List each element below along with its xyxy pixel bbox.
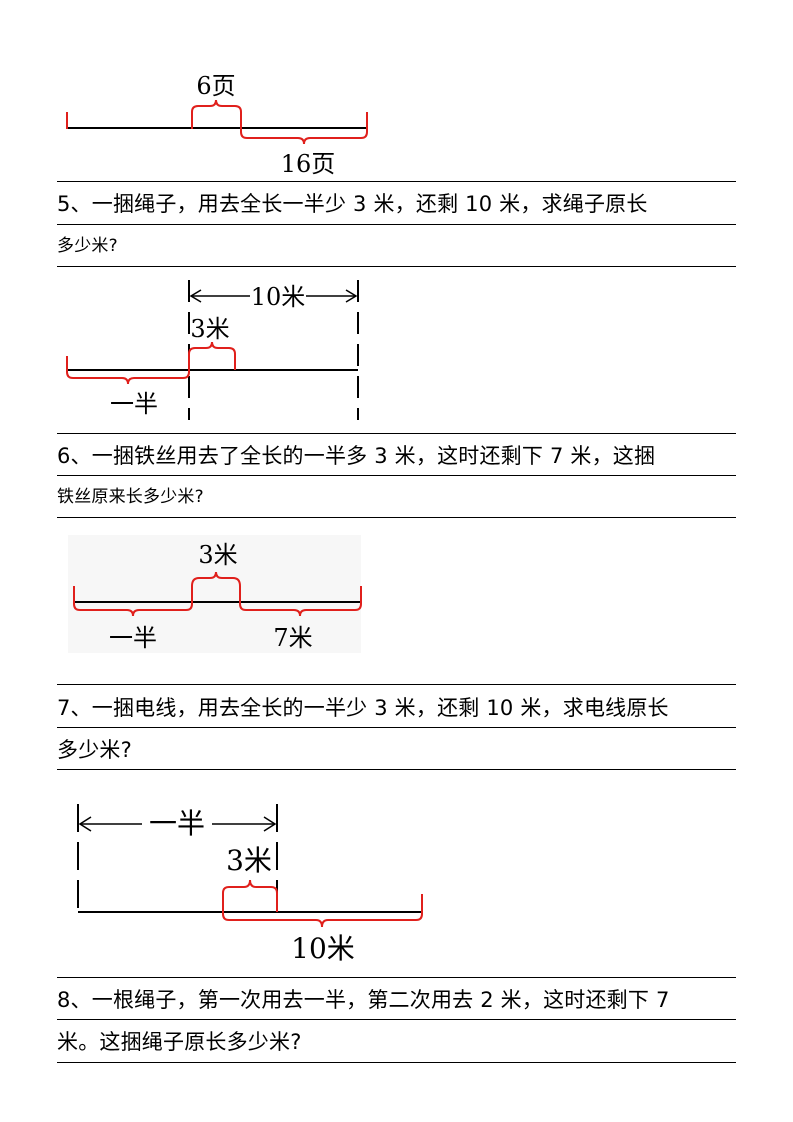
question-6-line-1: 6、一捆铁丝用去了全长的一半多 3 米，这时还剩下 7 米，这捆	[57, 444, 656, 468]
question-6-line-2: 铁丝原来长多少米?	[57, 487, 204, 507]
diagram-background	[68, 535, 361, 653]
brace-3m	[191, 571, 241, 602]
label-top: 6页	[196, 72, 235, 100]
question-5-line-2: 多少米?	[57, 236, 118, 256]
question-8-line-2: 米。这捆绳子原长多少米?	[57, 1030, 302, 1054]
label-half: 一半	[110, 390, 158, 418]
rule	[57, 769, 736, 770]
label-brace: 3米	[190, 315, 229, 343]
rule	[57, 517, 736, 518]
diagram-rope-q5: 10米 3米 一半	[66, 280, 359, 420]
diagram-wire-q7: 一半 3米 10米	[77, 804, 423, 965]
rule	[57, 684, 736, 685]
rule	[57, 977, 736, 978]
brace-half	[73, 586, 193, 617]
rule	[57, 266, 736, 267]
arrow-head-right	[263, 816, 277, 832]
label-right: 7米	[273, 624, 312, 652]
arrow-head-right	[345, 289, 358, 303]
label-brace: 3米	[226, 844, 272, 877]
brace-3m	[188, 341, 236, 370]
question-5-line-1: 5、一捆绳子，用去全长一半少 3 米，还剩 10 米，求绳子原长	[57, 192, 648, 216]
rule	[57, 475, 736, 476]
brace-top	[191, 99, 242, 129]
rule	[57, 181, 736, 182]
diagram-pages: 6页 16页	[66, 72, 368, 178]
brace-3m	[222, 879, 278, 912]
label-bottom: 10米	[291, 932, 355, 965]
label-span: 10米	[251, 283, 306, 311]
brace-bottom	[240, 112, 368, 145]
question-8-line-1: 8、一根绳子，第一次用去一半，第二次用去 2 米，这时还剩下 7	[57, 988, 670, 1012]
brace-10m	[222, 894, 423, 928]
diagram-wire-q6: 3米 一半 7米	[68, 535, 362, 653]
arrow-head-left	[189, 289, 202, 303]
label-top: 3米	[198, 541, 237, 569]
rule	[57, 1062, 736, 1063]
rule	[57, 727, 736, 728]
rule	[57, 433, 736, 434]
arrow-head-left	[78, 816, 92, 832]
brace-half	[66, 356, 190, 385]
label-left: 一半	[109, 624, 157, 652]
label-span: 一半	[149, 807, 205, 840]
question-7-line-2: 多少米?	[57, 738, 132, 762]
question-7-line-1: 7、一捆电线，用去全长的一半少 3 米，还剩 10 米，求电线原长	[57, 696, 669, 720]
rule	[57, 224, 736, 225]
brace-7m	[239, 586, 362, 617]
label-bottom: 16页	[281, 150, 336, 178]
rule	[57, 1019, 736, 1020]
